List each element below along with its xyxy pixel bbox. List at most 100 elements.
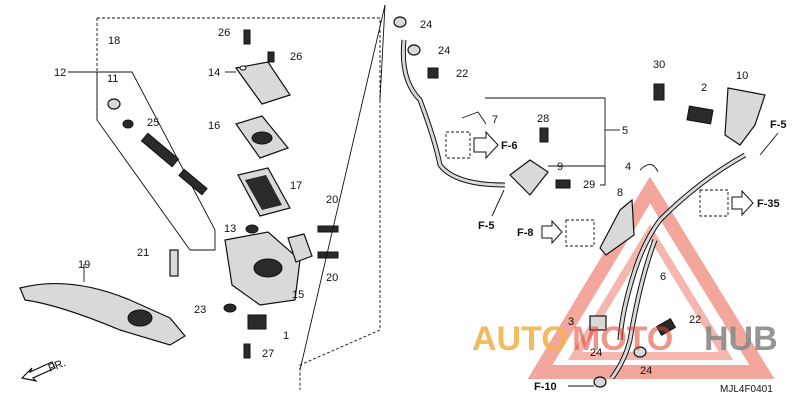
callout-27: 27 [262,348,274,360]
watermark-part2: MOTO [572,320,673,358]
reservoir-cap [234,61,291,105]
bracket-10 [724,87,766,146]
pivot-bolt-21 [169,249,179,277]
bolt-29 [555,179,571,189]
three-way-joint [509,159,549,196]
callout-7: 7 [492,114,498,126]
callout-24d: 24 [640,365,652,377]
diaphragm-inner [245,175,282,210]
watermark-triangle-inner [567,224,734,360]
ref-arrow-f35: F-35 [699,189,780,217]
watermark-part3: HUB [704,320,778,358]
screw-26a [243,29,251,45]
ref-arrow-f8: F-8 [517,219,595,247]
callout-3: 3 [568,316,574,328]
watermark-logo [527,176,775,379]
bracket-5 [485,97,606,186]
ref-arrow-f6: F-6 [445,130,518,160]
ref-box-f6 [445,131,471,159]
ref-label-f5-left: F-5 [478,220,495,232]
ref-label-f10: F-10 [534,381,557,393]
ref-box-f35 [699,189,729,217]
bolt-22-bottom [655,317,677,337]
bolt-30 [653,83,665,101]
divider-line [299,4,386,371]
washer-24a [393,16,407,28]
callout-9: 9 [557,161,563,173]
front-label: FR. [47,357,68,375]
callout-22b: 22 [689,314,701,326]
cylinder-reservoir-opening [253,258,283,278]
holder-clamp [287,233,313,263]
spring [178,168,208,196]
washer-24c [593,376,607,388]
callout-19: 19 [78,259,90,271]
ref-label-f6: F-6 [501,140,518,152]
upper-brake-hose [400,39,506,188]
exploded-subset-box [96,71,216,251]
callout-12: 12 [54,67,66,79]
callout-20a: 20 [326,194,338,206]
leader-f5-left [491,189,505,217]
callout-14: 14 [208,67,220,79]
ref-arrow-f10: F-10 [534,381,594,393]
bolt-20a [317,225,339,233]
circlip-25 [122,119,134,129]
callout-26b: 26 [290,51,302,63]
arrow-f35 [731,189,754,217]
brake-lever [19,282,186,346]
bolt-22-top [427,67,439,79]
brake-light-switch [247,314,267,330]
callout-18: 18 [108,35,120,47]
watermark-triangle-outer [527,176,775,379]
callout-29: 29 [583,179,595,191]
callout-5: 5 [622,125,628,137]
ref-label-f5-right: F-5 [770,119,787,131]
callout-6: 6 [660,271,666,283]
master-cylinder-group [19,17,381,390]
callout-21: 21 [137,247,149,259]
front-direction-indicator: FR. [20,357,68,383]
piston [140,132,180,168]
callout-26a: 26 [218,27,230,39]
ref-box-f8 [565,219,595,247]
clamp-3 [589,315,607,331]
watermark-text: AUTO MOTO HUB [472,320,778,358]
leader-f5-right [759,132,779,156]
callout-16: 16 [208,120,220,132]
lever-pivot [127,309,153,327]
lower-brake-hose-inner [618,153,746,341]
ref-label-f8: F-8 [517,227,534,239]
screw-27 [243,343,251,359]
watermark-part1: AUTO [472,320,568,358]
callout-labels: 1 2 3 4 5 6 7 8 9 10 11 12 13 14 15 16 1… [54,19,748,377]
screw-26b [267,51,275,63]
boot-11 [107,98,121,110]
lower-brake-hose-2-inner [610,239,657,379]
callout-4: 4 [625,161,631,173]
part-23 [223,303,237,313]
grommet-2 [686,105,714,125]
callout-24b: 24 [438,45,450,57]
upper-brake-hose-inner [401,39,506,187]
hose-guide-8 [599,198,635,256]
callout-15: 15 [292,289,304,301]
washer-24d [633,346,647,358]
callout-8: 8 [617,187,623,199]
callout-23: 23 [194,304,206,316]
callout-20b: 20 [326,272,338,284]
callout-10: 10 [736,70,748,82]
washer-24b [407,44,421,56]
callout-2: 2 [701,82,707,94]
hose-clamp-7 [461,111,487,125]
callout-11: 11 [107,73,118,85]
clip-4 [639,164,659,173]
cap-hole [239,65,247,71]
callout-28: 28 [537,113,549,125]
ref-arrow-f5-left: F-5 [478,189,505,232]
front-arrow-icon [20,361,56,383]
divider-line-2 [379,4,386,101]
diagram-code: MJL4F0401 [720,384,773,395]
callout-25: 25 [147,117,159,129]
assembly-frame [97,17,381,390]
